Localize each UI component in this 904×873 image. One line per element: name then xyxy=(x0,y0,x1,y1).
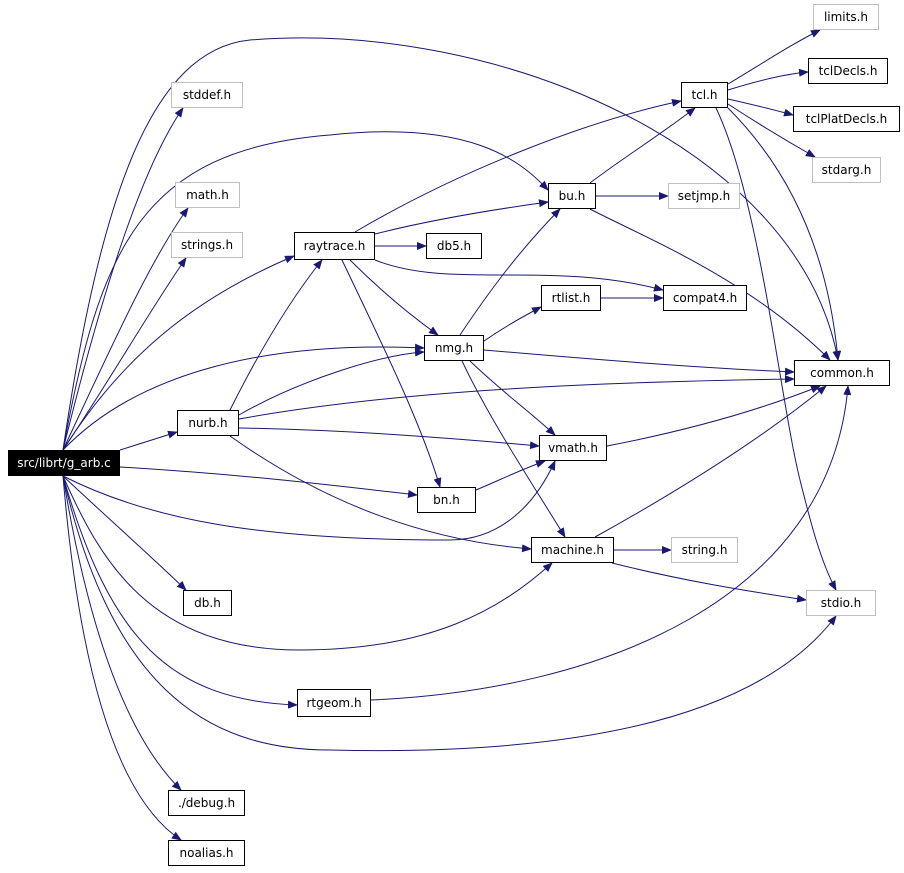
edge-g_arb-bn xyxy=(119,466,418,498)
edge-tcl-stdio xyxy=(715,107,837,591)
node-stdio-h[interactable]: stdio.h xyxy=(806,590,876,616)
node-nmg-h[interactable]: nmg.h xyxy=(424,335,484,361)
node-db-h[interactable]: db.h xyxy=(183,590,232,616)
node-noalias-h[interactable]: noalias.h xyxy=(168,840,245,866)
edge-nurb-machine xyxy=(229,435,532,553)
edge-nmg-vmath xyxy=(469,360,556,436)
edge-bn-vmath xyxy=(475,460,546,491)
edge-g_arb-nmg xyxy=(62,343,425,451)
edge-tcl-tclPlatDecls xyxy=(727,98,794,117)
node-vmath-h[interactable]: vmath.h xyxy=(539,435,607,461)
node-nurb-h[interactable]: nurb.h xyxy=(177,410,239,436)
edge-tcl-stdarg xyxy=(727,103,816,158)
node-common-h[interactable]: common.h xyxy=(794,360,890,386)
edge-tcl-common xyxy=(727,107,842,361)
edge-nurb-raytrace xyxy=(229,259,323,411)
edge-g_arb-nurb xyxy=(119,430,178,451)
node-bn-h[interactable]: bn.h xyxy=(417,487,476,513)
edge-raytrace-bn xyxy=(341,259,442,488)
edge-raytrace-compat4 xyxy=(374,259,664,292)
node-tclPlatDecls-h[interactable]: tclPlatDecls.h xyxy=(793,106,900,132)
edge-tcl-limits xyxy=(727,29,821,85)
edge-g_arb-vmath xyxy=(62,460,556,541)
edge-raytrace-tcl xyxy=(354,98,682,233)
edge-vmath-common xyxy=(606,385,821,447)
node-string-h[interactable]: string.h xyxy=(671,537,738,563)
edge-bu-tcl xyxy=(589,107,696,184)
node-bu-h[interactable]: bu.h xyxy=(548,183,596,209)
edge-nurb-common xyxy=(238,375,795,420)
node-setjmp-h[interactable]: setjmp.h xyxy=(668,183,740,209)
node-rtgeom-h[interactable]: rtgeom.h xyxy=(297,689,371,717)
edge-rtgeom-common xyxy=(370,385,852,701)
edge-nurb-nmg xyxy=(238,348,425,416)
node-strings-h[interactable]: strings.h xyxy=(171,232,243,258)
edge-g_arb-stdio xyxy=(62,475,837,752)
edge-nmg-bu xyxy=(459,208,561,336)
edge-tcl-tclDecls xyxy=(727,68,809,91)
edge-bu-common xyxy=(589,208,831,361)
node-limits-h[interactable]: limits.h xyxy=(813,4,879,30)
edge-g_arb-stddef xyxy=(62,107,184,451)
edge-g_arb-bu xyxy=(62,131,549,451)
node-stdarg-h[interactable]: stdarg.h xyxy=(812,157,881,183)
edge-nmg-rtlist xyxy=(483,306,542,342)
edge-raytrace-nmg xyxy=(349,259,439,336)
edge-g_arb-machine xyxy=(62,475,553,651)
node-db5-h[interactable]: db5.h xyxy=(426,233,482,259)
node-machine-h[interactable]: machine.h xyxy=(531,537,614,563)
edge-g_arb-db xyxy=(62,475,187,591)
edge-nmg-common xyxy=(483,349,795,376)
edge-nurb-vmath xyxy=(238,427,540,450)
node-tcl-h[interactable]: tcl.h xyxy=(681,82,728,108)
node-raytrace-h[interactable]: raytrace.h xyxy=(294,232,375,260)
edge-nmg-machine xyxy=(461,360,566,538)
edge-g_arb-math xyxy=(62,207,189,451)
edge-g_arb-raytrace xyxy=(62,255,295,451)
node-stddef-h[interactable]: stddef.h xyxy=(171,82,243,108)
edge-machine-stdio xyxy=(611,562,807,603)
node-math-h[interactable]: math.h xyxy=(175,182,240,208)
edge-g_arb-rtgeom xyxy=(62,475,298,709)
node-rtlist-h[interactable]: rtlist.h xyxy=(541,285,601,311)
edge-g_arb-common xyxy=(62,37,841,451)
node-compat4-h[interactable]: compat4.h xyxy=(663,285,747,311)
edge-raytrace-bu xyxy=(374,199,549,235)
edge-g_arb-debug xyxy=(62,475,182,791)
node-tclDecls-h[interactable]: tclDecls.h xyxy=(808,58,888,84)
edge-g_arb-noalias xyxy=(62,475,182,841)
node-src-librt-g_arb-c[interactable]: src/librt/g_arb.c xyxy=(8,450,120,476)
node-debug-h[interactable]: ./debug.h xyxy=(168,790,245,816)
edge-machine-common xyxy=(594,385,827,538)
